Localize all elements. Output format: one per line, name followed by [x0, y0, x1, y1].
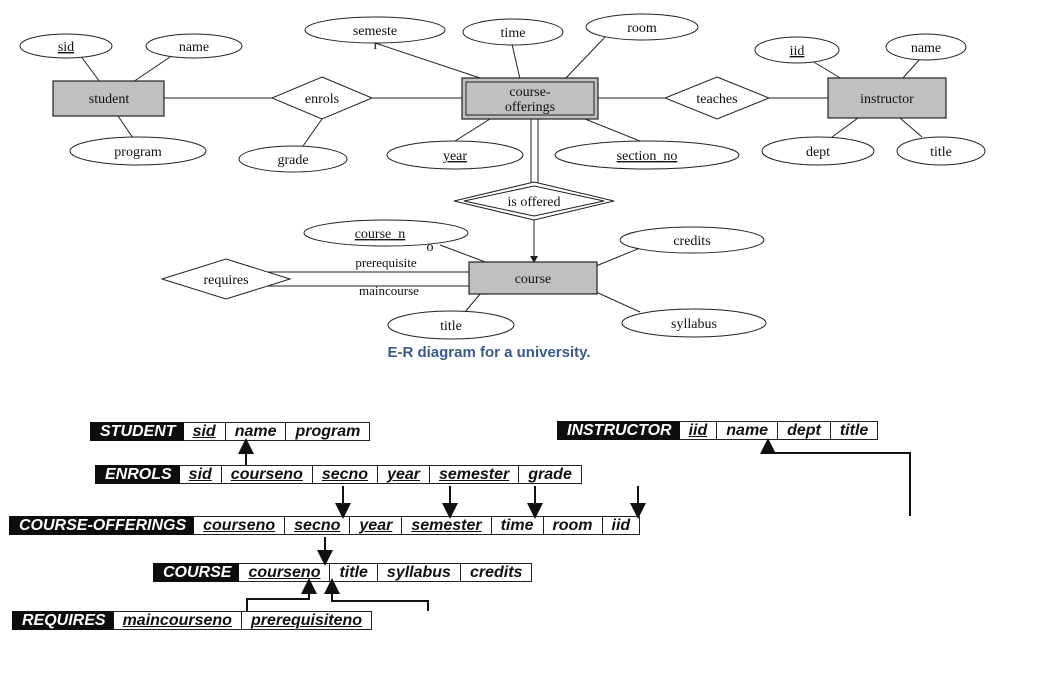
attribute-credits: credits	[619, 226, 765, 254]
svg-text:instructor: instructor	[860, 92, 914, 107]
column-semester: semester	[429, 465, 520, 484]
table-name: REQUIRES	[12, 611, 114, 630]
attribute-course-no: course_n o	[303, 219, 469, 255]
svg-text:grade: grade	[277, 153, 308, 168]
er-connectors	[79, 35, 923, 313]
column-year: year	[350, 516, 403, 535]
svg-text:name: name	[179, 40, 209, 55]
svg-text:title: title	[930, 145, 952, 160]
svg-text:is offered: is offered	[508, 195, 561, 210]
relationship-requires: requires	[160, 258, 292, 300]
column-secno: secno	[285, 516, 351, 535]
column-year: year	[378, 465, 430, 484]
column-grade: grade	[519, 465, 582, 484]
column-title: title	[330, 563, 378, 582]
attribute-program: program	[69, 136, 207, 166]
column-semester: semester	[402, 516, 492, 535]
column-courseno: courseno	[221, 465, 313, 484]
table-name: INSTRUCTOR	[557, 421, 680, 440]
table-name: STUDENT	[90, 422, 184, 441]
column-sid: sid	[179, 465, 222, 484]
svg-text:program: program	[114, 145, 162, 160]
relationship-is-offered: is offered	[453, 181, 615, 221]
attribute-grade: grade	[238, 145, 348, 173]
column-room: room	[543, 516, 603, 535]
attribute-dept: dept	[761, 136, 875, 166]
entity-student: student	[52, 80, 165, 117]
attribute-instructor-name: name	[885, 33, 967, 61]
fk-arrow-requires-prerequisiteno	[324, 578, 429, 611]
attribute-iid: iid	[754, 36, 840, 64]
table-course: COURSE courseno title syllabus credits	[153, 563, 533, 582]
svg-text:r: r	[374, 38, 379, 53]
er-diagram: sid name program grade semeste r time ro…	[19, 13, 986, 361]
attribute-section-no: section_no	[554, 140, 740, 170]
svg-text:student: student	[89, 92, 130, 107]
table-name: ENROLS	[95, 465, 180, 484]
table-enrols: ENROLS sid courseno secno year semester …	[95, 465, 582, 484]
svg-text:semeste: semeste	[353, 24, 397, 39]
attribute-semester: semeste r	[304, 16, 446, 53]
column-title: title	[830, 421, 879, 440]
attribute-year: year	[386, 140, 524, 170]
column-prerequisiteno: prerequisiteno	[241, 611, 373, 630]
svg-text:title: title	[440, 319, 462, 334]
role-label-maincourse: maincourse	[359, 283, 419, 298]
svg-text:course-: course-	[509, 85, 551, 100]
svg-text:section_no: section_no	[617, 149, 678, 164]
entity-instructor: instructor	[827, 77, 947, 119]
attribute-sid: sid	[19, 33, 113, 59]
svg-text:o: o	[427, 240, 434, 255]
attribute-time: time	[462, 18, 564, 46]
svg-text:name: name	[911, 41, 941, 56]
column-name: name	[717, 421, 779, 440]
column-courseno: courseno	[239, 563, 331, 582]
table-name: COURSE-OFFERINGS	[9, 516, 195, 535]
svg-text:dept: dept	[806, 145, 830, 160]
svg-text:teaches: teaches	[696, 92, 737, 107]
svg-text:time: time	[501, 26, 526, 41]
svg-text:course: course	[515, 272, 552, 287]
column-maincourseno: maincourseno	[113, 611, 242, 630]
svg-text:syllabus: syllabus	[671, 317, 717, 332]
svg-text:offerings: offerings	[505, 100, 555, 115]
column-iid: iid	[679, 421, 718, 440]
table-instructor: INSTRUCTOR iid name dept title	[557, 421, 879, 440]
svg-text:requires: requires	[203, 273, 248, 288]
attribute-syllabus: syllabus	[621, 308, 767, 338]
relationship-enrols: enrols	[270, 76, 374, 120]
svg-text:credits: credits	[673, 234, 710, 249]
attribute-course-title: title	[387, 310, 515, 340]
column-time: time	[491, 516, 544, 535]
column-program: program	[286, 422, 371, 441]
svg-text:iid: iid	[790, 44, 805, 59]
attribute-instructor-title: title	[896, 136, 986, 166]
role-label-prerequisite: prerequisite	[355, 255, 417, 270]
column-sid: sid	[183, 422, 226, 441]
svg-text:enrols: enrols	[305, 92, 339, 107]
svg-text:sid: sid	[58, 40, 74, 55]
column-name: name	[225, 422, 287, 441]
column-iid: iid	[602, 516, 641, 535]
column-secno: secno	[312, 465, 379, 484]
attribute-room: room	[585, 13, 699, 41]
column-courseno: courseno	[194, 516, 286, 535]
column-credits: credits	[460, 563, 533, 582]
column-syllabus: syllabus	[377, 563, 461, 582]
table-course-offerings: COURSE-OFFERINGS courseno secno year sem…	[9, 516, 641, 535]
attribute-student-name: name	[145, 33, 243, 59]
entity-course: course	[468, 261, 598, 295]
entity-course-offerings: course- offerings	[461, 77, 599, 120]
fk-arrow-offerings-iid	[760, 438, 911, 516]
svg-text:course_n: course_n	[355, 227, 406, 242]
table-student: STUDENT sid name program	[90, 422, 371, 441]
relationship-teaches: teaches	[663, 76, 771, 120]
diagram-caption: E-R diagram for a university.	[387, 344, 590, 361]
svg-text:year: year	[443, 149, 467, 164]
svg-text:room: room	[627, 21, 657, 36]
fk-arrow-requires-maincourseno	[246, 578, 317, 611]
column-dept: dept	[778, 421, 831, 440]
table-requires: REQUIRES maincourseno prerequisiteno	[12, 611, 373, 630]
table-name: COURSE	[153, 563, 240, 582]
